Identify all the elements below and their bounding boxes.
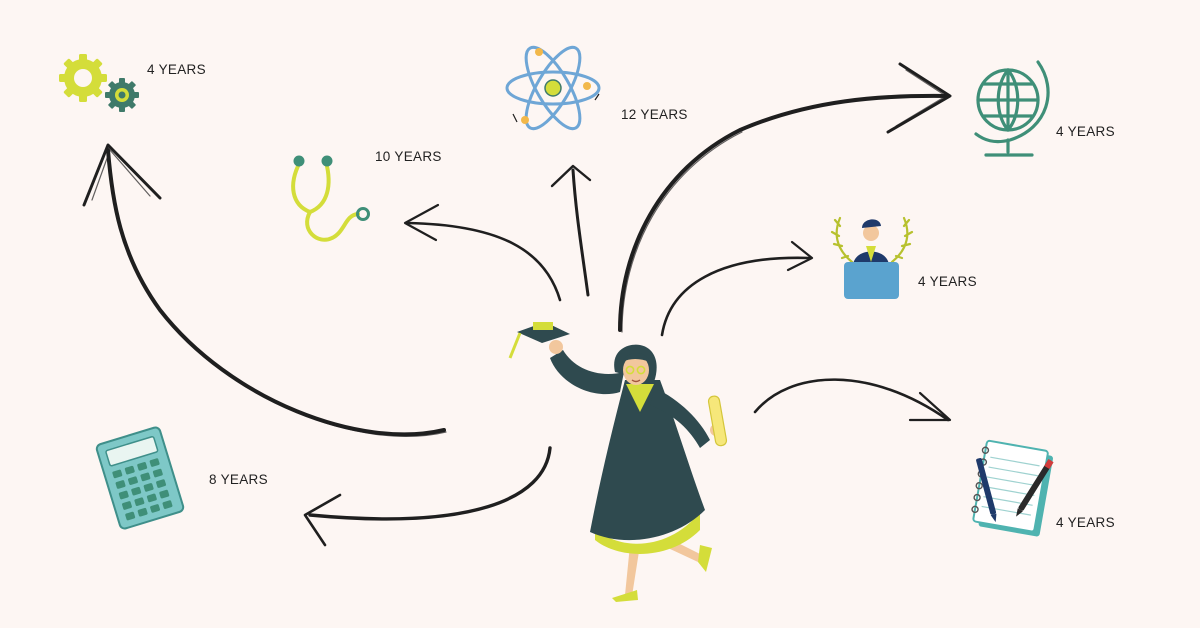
arrow-to-speaker xyxy=(660,240,814,337)
arrow-to-gears xyxy=(82,143,447,437)
calculator-icon xyxy=(95,426,185,530)
gears-duration-label: 4 YEARS xyxy=(147,62,206,77)
arrow-to-globe xyxy=(618,62,952,333)
atom-duration-label: 12 YEARS xyxy=(621,107,688,122)
gears-icon xyxy=(59,54,139,112)
arrow-to-notepad xyxy=(753,378,952,422)
atom-icon xyxy=(505,45,601,131)
globe-icon xyxy=(974,60,1050,157)
calculator-duration-label: 8 YEARS xyxy=(209,472,268,487)
stethoscope-duration-label: 10 YEARS xyxy=(375,149,442,164)
arrow-to-atom xyxy=(550,164,592,297)
graduate-woman-icon xyxy=(508,322,728,602)
speaker-duration-label: 4 YEARS xyxy=(918,274,977,289)
stethoscope-icon xyxy=(291,155,370,242)
globe-duration-label: 4 YEARS xyxy=(1056,124,1115,139)
speaker-podium-icon xyxy=(830,216,914,299)
arrow-to-calculator xyxy=(303,446,552,547)
arrows xyxy=(82,62,952,547)
notepad-pens-icon xyxy=(971,439,1054,537)
notepad-duration-label: 4 YEARS xyxy=(1056,515,1115,530)
arrow-to-stethoscope xyxy=(403,203,562,302)
